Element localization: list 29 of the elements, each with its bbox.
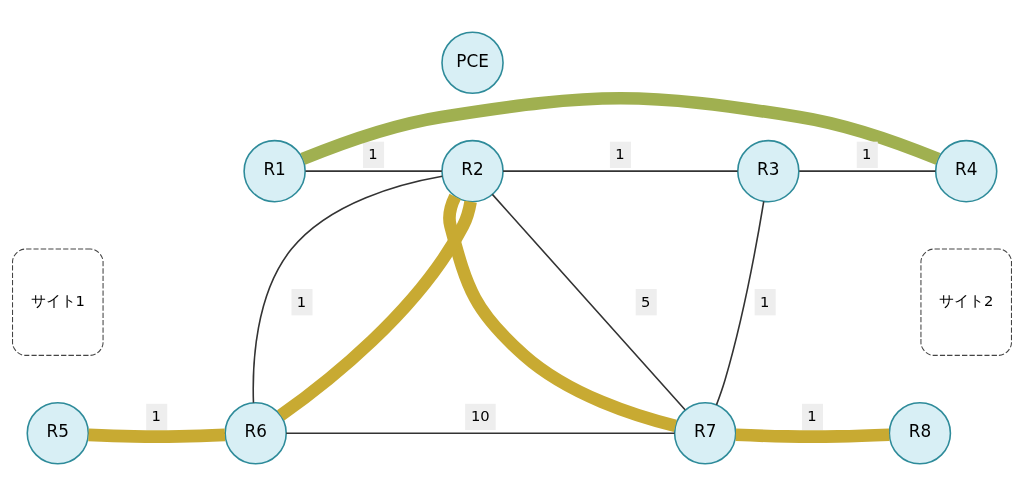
node-circle: R6 [224, 401, 287, 465]
edge-label: 1 [615, 144, 625, 162]
connector [798, 169, 937, 172]
edge-label: 5 [640, 292, 651, 310]
connector [285, 431, 676, 434]
connector [715, 200, 765, 406]
connector [277, 200, 477, 421]
node-circle: R1 [243, 139, 306, 202]
edge-label: 1 [807, 406, 817, 424]
edge-label: 1 [862, 144, 872, 162]
connector [502, 169, 739, 172]
connector [252, 174, 444, 403]
node-circle: R2 [441, 139, 504, 202]
edge-label: 1 [296, 292, 307, 310]
node-circle: PCE [441, 30, 504, 94]
node-circle: R7 [673, 401, 737, 465]
connector [304, 169, 443, 172]
edge-label: 1 [368, 144, 378, 162]
edge-label: 1 [759, 292, 770, 310]
connector [300, 91, 941, 165]
node-circle: R5 [26, 401, 90, 465]
node-circle: R4 [934, 139, 998, 202]
node-box: サイト2 [920, 248, 1012, 356]
node-circle: R3 [737, 139, 800, 202]
connector [491, 193, 686, 411]
edge-label: 10 [470, 406, 490, 424]
edge-label: 1 [151, 406, 161, 424]
node-circle: R8 [888, 401, 952, 465]
node-box: サイト1 [12, 248, 104, 356]
